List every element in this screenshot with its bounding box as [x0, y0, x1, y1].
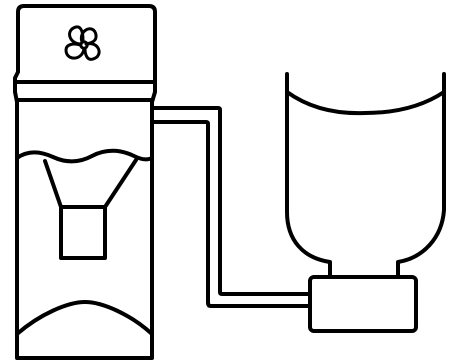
vessel-liquid-surface: [285, 90, 446, 116]
vessel-body: [285, 72, 446, 279]
tower-unit: [13, 4, 157, 360]
collection-chamber: [15, 300, 154, 336]
collector-vessel: [285, 72, 446, 279]
tower-body-outline: [13, 4, 157, 360]
pipe-outer-wall: [150, 106, 312, 296]
vessel-base-box: [308, 275, 418, 333]
funnel: [43, 158, 138, 260]
fan-icon: [64, 25, 101, 61]
connecting-pipe: [150, 106, 312, 308]
pipe-inner-wall: [150, 120, 312, 308]
liquid-surface-wave: [15, 148, 154, 164]
